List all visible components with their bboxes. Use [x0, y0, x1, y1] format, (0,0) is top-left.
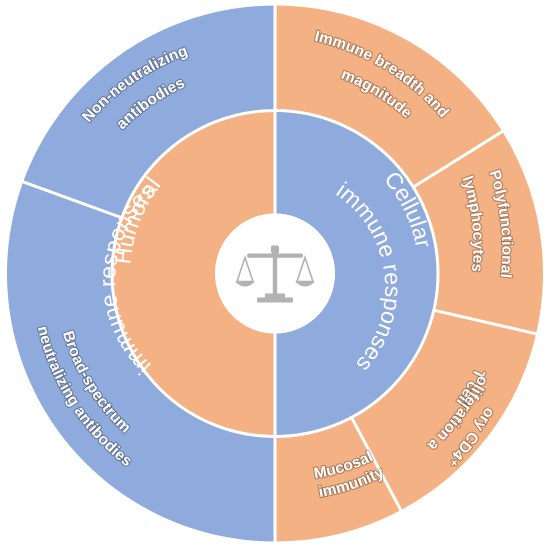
divider-outer-2 [433, 308, 539, 336]
divider-outer-4 [20, 179, 123, 220]
wedge-polyfunctional [413, 131, 543, 334]
ring-divider [110, 109, 440, 438]
divider-outer-1 [412, 129, 505, 189]
wedge-non-neutralizing [23, 5, 275, 218]
wedge-mucosal [275, 417, 401, 542]
wedge-humoral [111, 110, 275, 437]
wedge-layer [7, 5, 543, 542]
wedge-broad-spectrum [7, 181, 275, 542]
wedge-t-cell [351, 310, 537, 511]
divider-layer [20, 3, 539, 544]
wedge-cellular [275, 110, 438, 437]
wedge-immune-breadth [275, 5, 503, 188]
balance-scale-icon [235, 245, 315, 303]
divider-outer-3 [350, 416, 404, 513]
